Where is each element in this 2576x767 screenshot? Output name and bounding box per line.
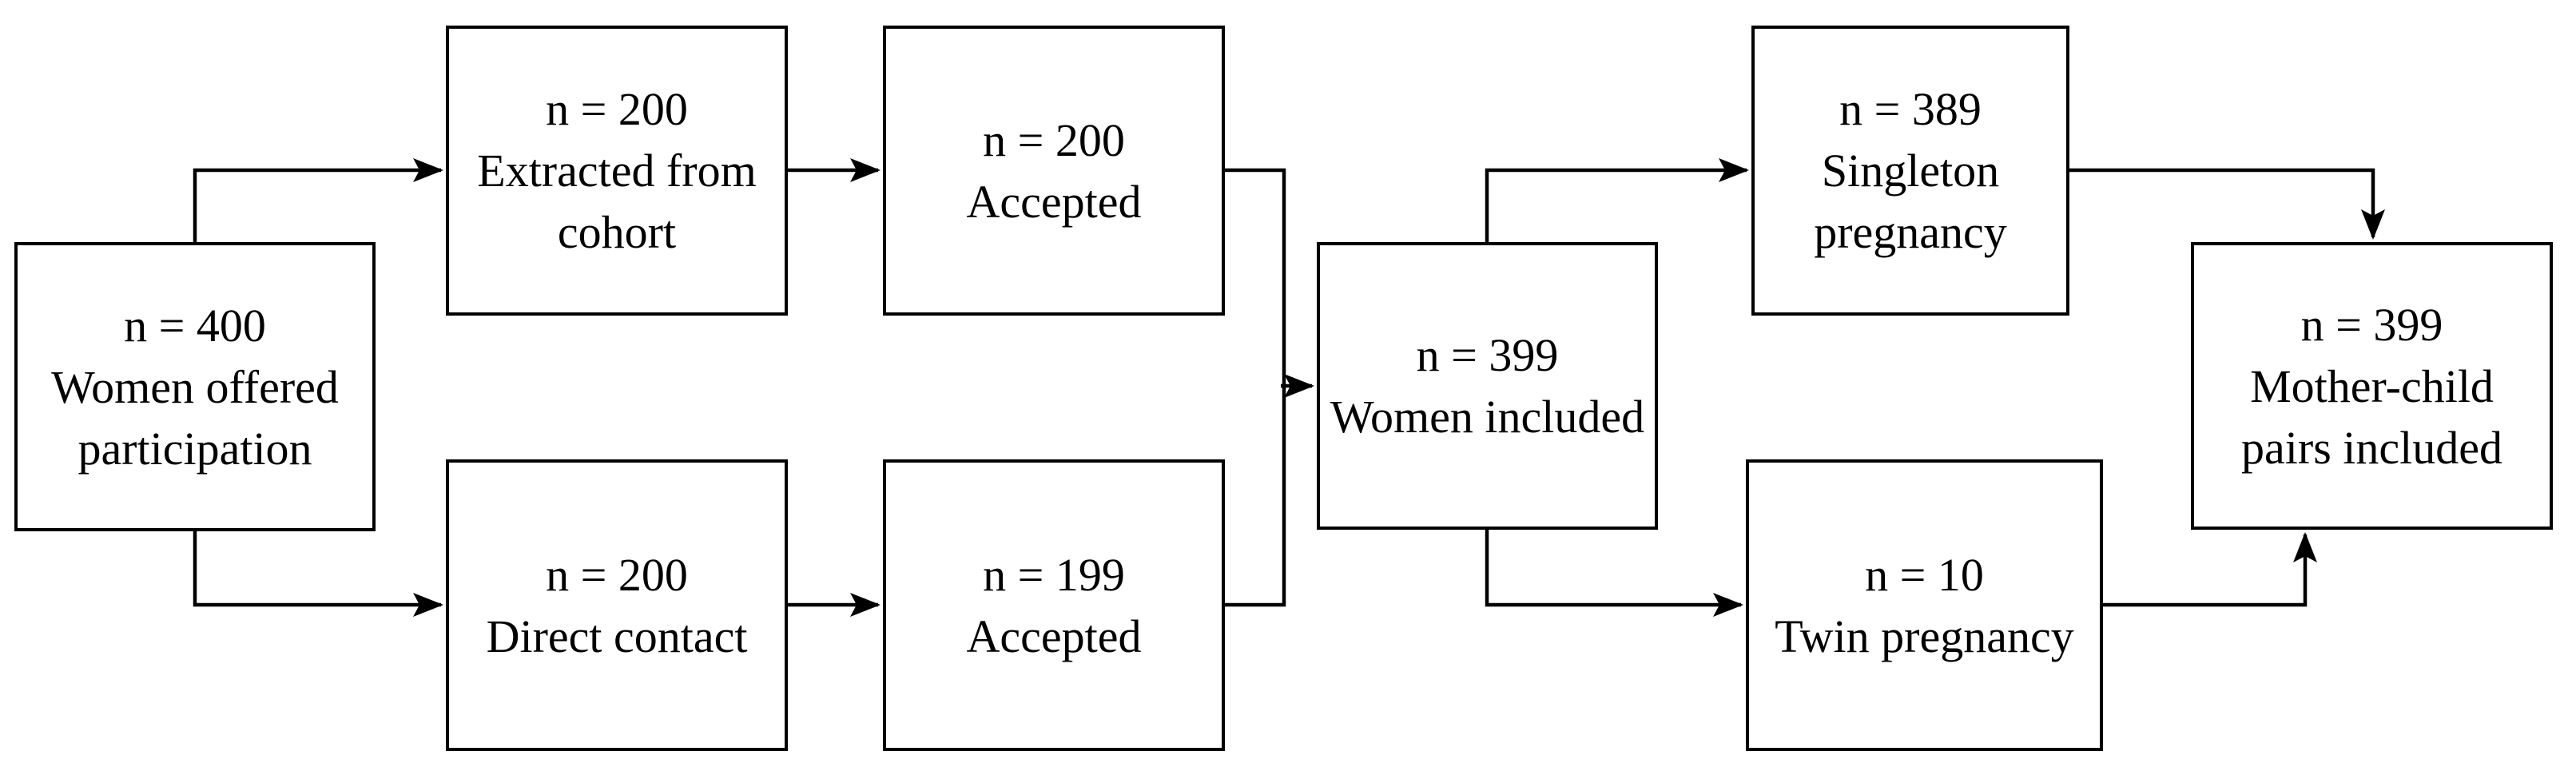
box-count: n = 399 bbox=[2300, 298, 2443, 351]
flow-box-twin-pregnancy: n = 10 Twin pregnancy bbox=[1746, 459, 2103, 751]
box-label: Direct contact bbox=[486, 610, 748, 662]
connector-twin-to-pairs bbox=[2103, 532, 2317, 607]
box-label: Mother-child bbox=[2250, 360, 2494, 412]
flow-box-mother-child-pairs-included: n = 399 Mother-child pairs included bbox=[2191, 242, 2553, 530]
connector-offered-to-extracted bbox=[193, 158, 443, 242]
connector-included-to-singleton bbox=[1485, 158, 1749, 242]
box-label: pairs included bbox=[2241, 421, 2502, 474]
box-label: pregnancy bbox=[1814, 206, 2007, 258]
flow-box-direct-contact: n = 200 Direct contact bbox=[446, 459, 788, 751]
connector-offered-to-direct bbox=[193, 531, 443, 617]
flow-box-singleton-pregnancy: n = 389 Singleton pregnancy bbox=[1751, 26, 2069, 316]
flow-box-accepted-cohort: n = 200 Accepted bbox=[883, 26, 1225, 316]
box-count: n = 400 bbox=[124, 299, 266, 352]
connector-included-to-twin bbox=[1485, 530, 1743, 617]
box-label: cohort bbox=[557, 206, 677, 258]
box-label: Singleton bbox=[1821, 145, 2000, 197]
box-label: Accepted bbox=[966, 175, 1142, 228]
connector-singleton-to-pairs bbox=[2069, 168, 2385, 240]
box-count: n = 200 bbox=[546, 83, 688, 135]
box-label: Women included bbox=[1330, 391, 1645, 443]
connector-accepted-merge-line bbox=[1225, 168, 1286, 607]
box-label: Extracted from bbox=[477, 145, 757, 197]
box-label: Accepted bbox=[966, 610, 1142, 662]
flow-box-extracted-from-cohort: n = 200 Extracted from cohort bbox=[446, 26, 788, 316]
box-label: participation bbox=[78, 422, 312, 475]
flow-box-women-offered-participation: n = 400 Women offered participation bbox=[14, 242, 376, 531]
box-count: n = 10 bbox=[1865, 548, 1984, 601]
box-count: n = 200 bbox=[546, 548, 688, 601]
box-count: n = 389 bbox=[1839, 83, 1982, 135]
flow-box-women-included: n = 399 Women included bbox=[1317, 242, 1658, 530]
box-label: Women offered bbox=[51, 360, 339, 413]
box-count: n = 200 bbox=[983, 113, 1125, 166]
box-count: n = 199 bbox=[983, 548, 1125, 601]
box-label: Twin pregnancy bbox=[1775, 610, 2074, 662]
box-count: n = 399 bbox=[1416, 329, 1559, 381]
flow-box-accepted-direct-contact: n = 199 Accepted bbox=[883, 459, 1225, 751]
